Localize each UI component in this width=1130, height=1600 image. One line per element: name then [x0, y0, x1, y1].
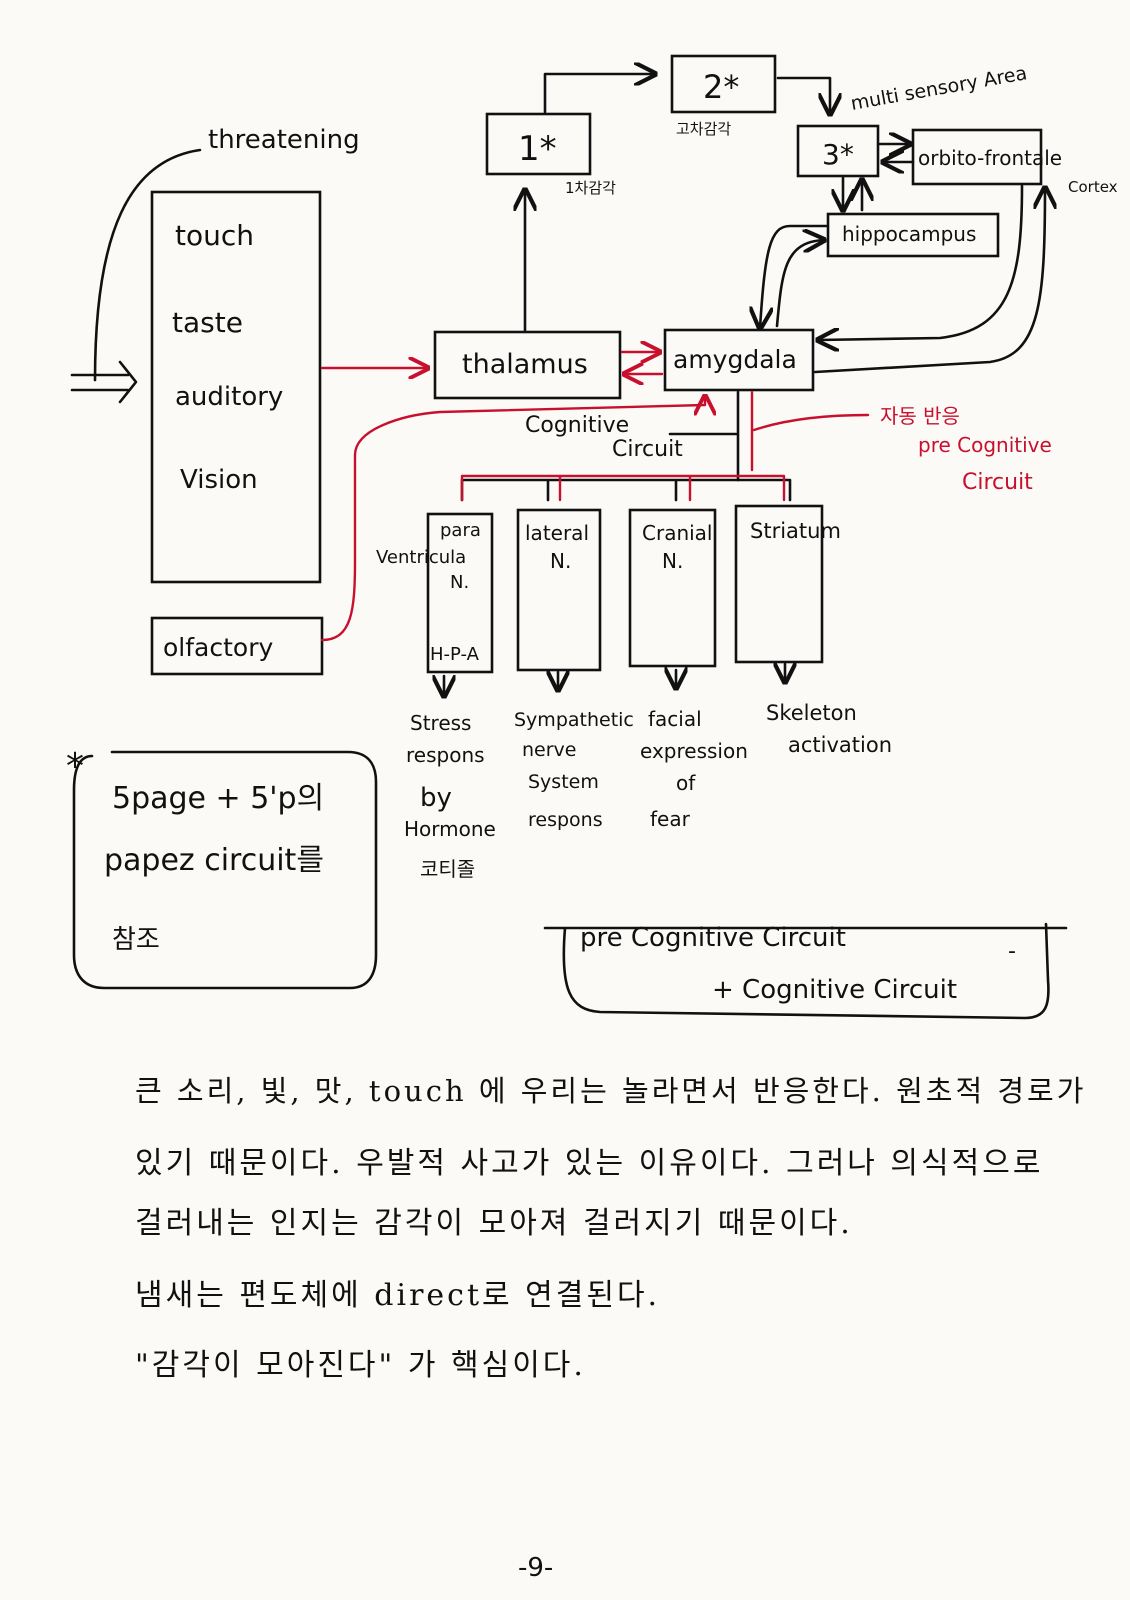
primary-sensory-box: [485, 112, 592, 176]
skeleton-line-2: activation: [788, 733, 892, 757]
note-line-3: 참조: [112, 925, 160, 955]
taste-label: taste: [172, 306, 243, 339]
sympathetic-line-4: respons: [528, 809, 603, 831]
thalamus-label: thalamus: [462, 349, 588, 380]
cognitive-circuit-branches: [460, 478, 792, 502]
higher-to-multisensory-arrow: [776, 76, 830, 114]
summary-box: [543, 922, 1068, 1020]
precognitive-pointer: [752, 413, 870, 432]
lateral-label-b: N.: [550, 549, 571, 573]
note-line-3: 걸러내는 인지는 감각이 모아져 걸러지기 때문이다.: [135, 1206, 853, 1241]
higher-sensory-caption: 고차감각: [676, 120, 731, 138]
striatum-label: Striatum: [750, 519, 841, 543]
summary-dash: -: [1008, 939, 1016, 964]
page-number: -9-: [518, 1553, 553, 1583]
note-line-4: 냄새는 편도체에 direct로 연결된다.: [135, 1278, 661, 1313]
sympathetic-response-text: Sympathetic nerve System respons: [514, 709, 634, 831]
hpa-label: H-P-A: [430, 644, 480, 665]
cranial-label-a: Cranial: [642, 521, 713, 545]
amygdala-label: amygdala: [673, 345, 797, 374]
stress-line-5: 코티졸: [420, 857, 475, 881]
olfactory-box: [150, 616, 324, 676]
skeleton-line-1: Skeleton: [766, 701, 857, 725]
sympathetic-line-3: System: [528, 771, 599, 793]
auditory-label: auditory: [175, 382, 283, 412]
note-star: *: [66, 746, 84, 787]
skeleton-response-text: Skeleton activation: [766, 701, 892, 757]
threatening-curve: [93, 148, 202, 382]
hippocampus-label: hippocampus: [842, 222, 976, 246]
stress-line-4: Hormone: [404, 817, 496, 841]
orbitofrontal-label: orbito-frontale: [918, 146, 1062, 170]
vision-label: Vision: [180, 465, 258, 495]
cranial-nucleus-box: [628, 508, 717, 668]
cognitive-label-2: Circuit: [612, 437, 683, 462]
primary-sensory-label: 1*: [518, 129, 557, 169]
note-line-1: 5page + 5'p의: [112, 781, 324, 816]
note-line-1: 큰 소리, 빛, 맛, touch 에 우리는 놀라면서 반응한다. 원초적 경…: [135, 1074, 1087, 1108]
threatening-label: threatening: [208, 125, 360, 155]
note-line-5: "감각이 모아진다" 가 핵심이다.: [135, 1348, 586, 1383]
double-arrow-input: [70, 360, 138, 404]
auto-response-label: 자동 반응: [880, 404, 960, 428]
senses-box: [150, 190, 322, 584]
touch-label: touch: [175, 219, 254, 252]
stress-line-1: Stress: [410, 711, 471, 735]
facial-response-text: facial expression of fear: [640, 707, 748, 831]
amygdala-box: [663, 328, 815, 392]
amygdala-to-hippocampus-arrow: [775, 240, 824, 328]
orbitofrontal-box: [911, 128, 1043, 186]
cognitive-label-1: Cognitive: [525, 413, 629, 438]
paraventricular-label-c: N.: [450, 572, 469, 593]
facial-line-4: fear: [650, 807, 691, 831]
note-line-2: papez circuit를: [104, 843, 324, 878]
olfactory-to-amygdala-arrow: [320, 396, 705, 642]
cranial-label-b: N.: [662, 549, 683, 573]
paraventricular-label-a: para: [440, 520, 481, 541]
stress-response-text: Stress respons by Hormone 코티졸: [404, 711, 496, 881]
summary-line-1: pre Cognitive Circuit: [580, 923, 846, 953]
primary-to-higher-arrow: [543, 74, 655, 114]
thalamus-box: [433, 330, 622, 400]
note-line-2: 있기 때문이다. 우발적 사고가 있는 이유이다. 그러나 의식적으로: [135, 1146, 1044, 1181]
precognitive-label-2: Circuit: [962, 470, 1033, 495]
multisensory-box: [796, 124, 880, 178]
sympathetic-line-2: nerve: [522, 739, 576, 761]
multisensory-label: multi sensory Area: [849, 62, 1029, 115]
stress-line-2: respons: [406, 743, 485, 767]
olfactory-label: olfactory: [163, 633, 273, 662]
lateral-label-a: lateral: [525, 521, 589, 545]
facial-line-1: facial: [648, 707, 702, 731]
precognitive-label-1: pre Cognitive: [918, 433, 1052, 457]
higher-sensory-box: [670, 54, 777, 114]
cortex-label: Cortex: [1068, 178, 1118, 196]
hippocampus-box: [826, 212, 1000, 258]
paraventricular-box: [426, 512, 494, 674]
higher-sensory-label: 2*: [703, 68, 739, 106]
stress-line-3: by: [420, 783, 452, 813]
orbitofrontal-to-amygdala-arrow: [818, 184, 1024, 340]
multisensory-box-label: 3*: [822, 138, 854, 171]
summary-line-2: + Cognitive Circuit: [712, 975, 957, 1005]
amygdala-to-orbitofrontal-arrow: [813, 188, 1045, 374]
sympathetic-line-1: Sympathetic: [514, 709, 634, 731]
facial-line-2: expression: [640, 739, 748, 763]
precognitive-circuit-branches: [460, 474, 786, 502]
facial-line-3: of: [676, 771, 696, 795]
hippocampus-to-amygdala-arrow: [760, 224, 828, 328]
primary-sensory-caption: 1차감각: [565, 179, 616, 197]
paraventricular-label-b: Ventricula: [376, 547, 466, 568]
note-box: [72, 750, 378, 990]
